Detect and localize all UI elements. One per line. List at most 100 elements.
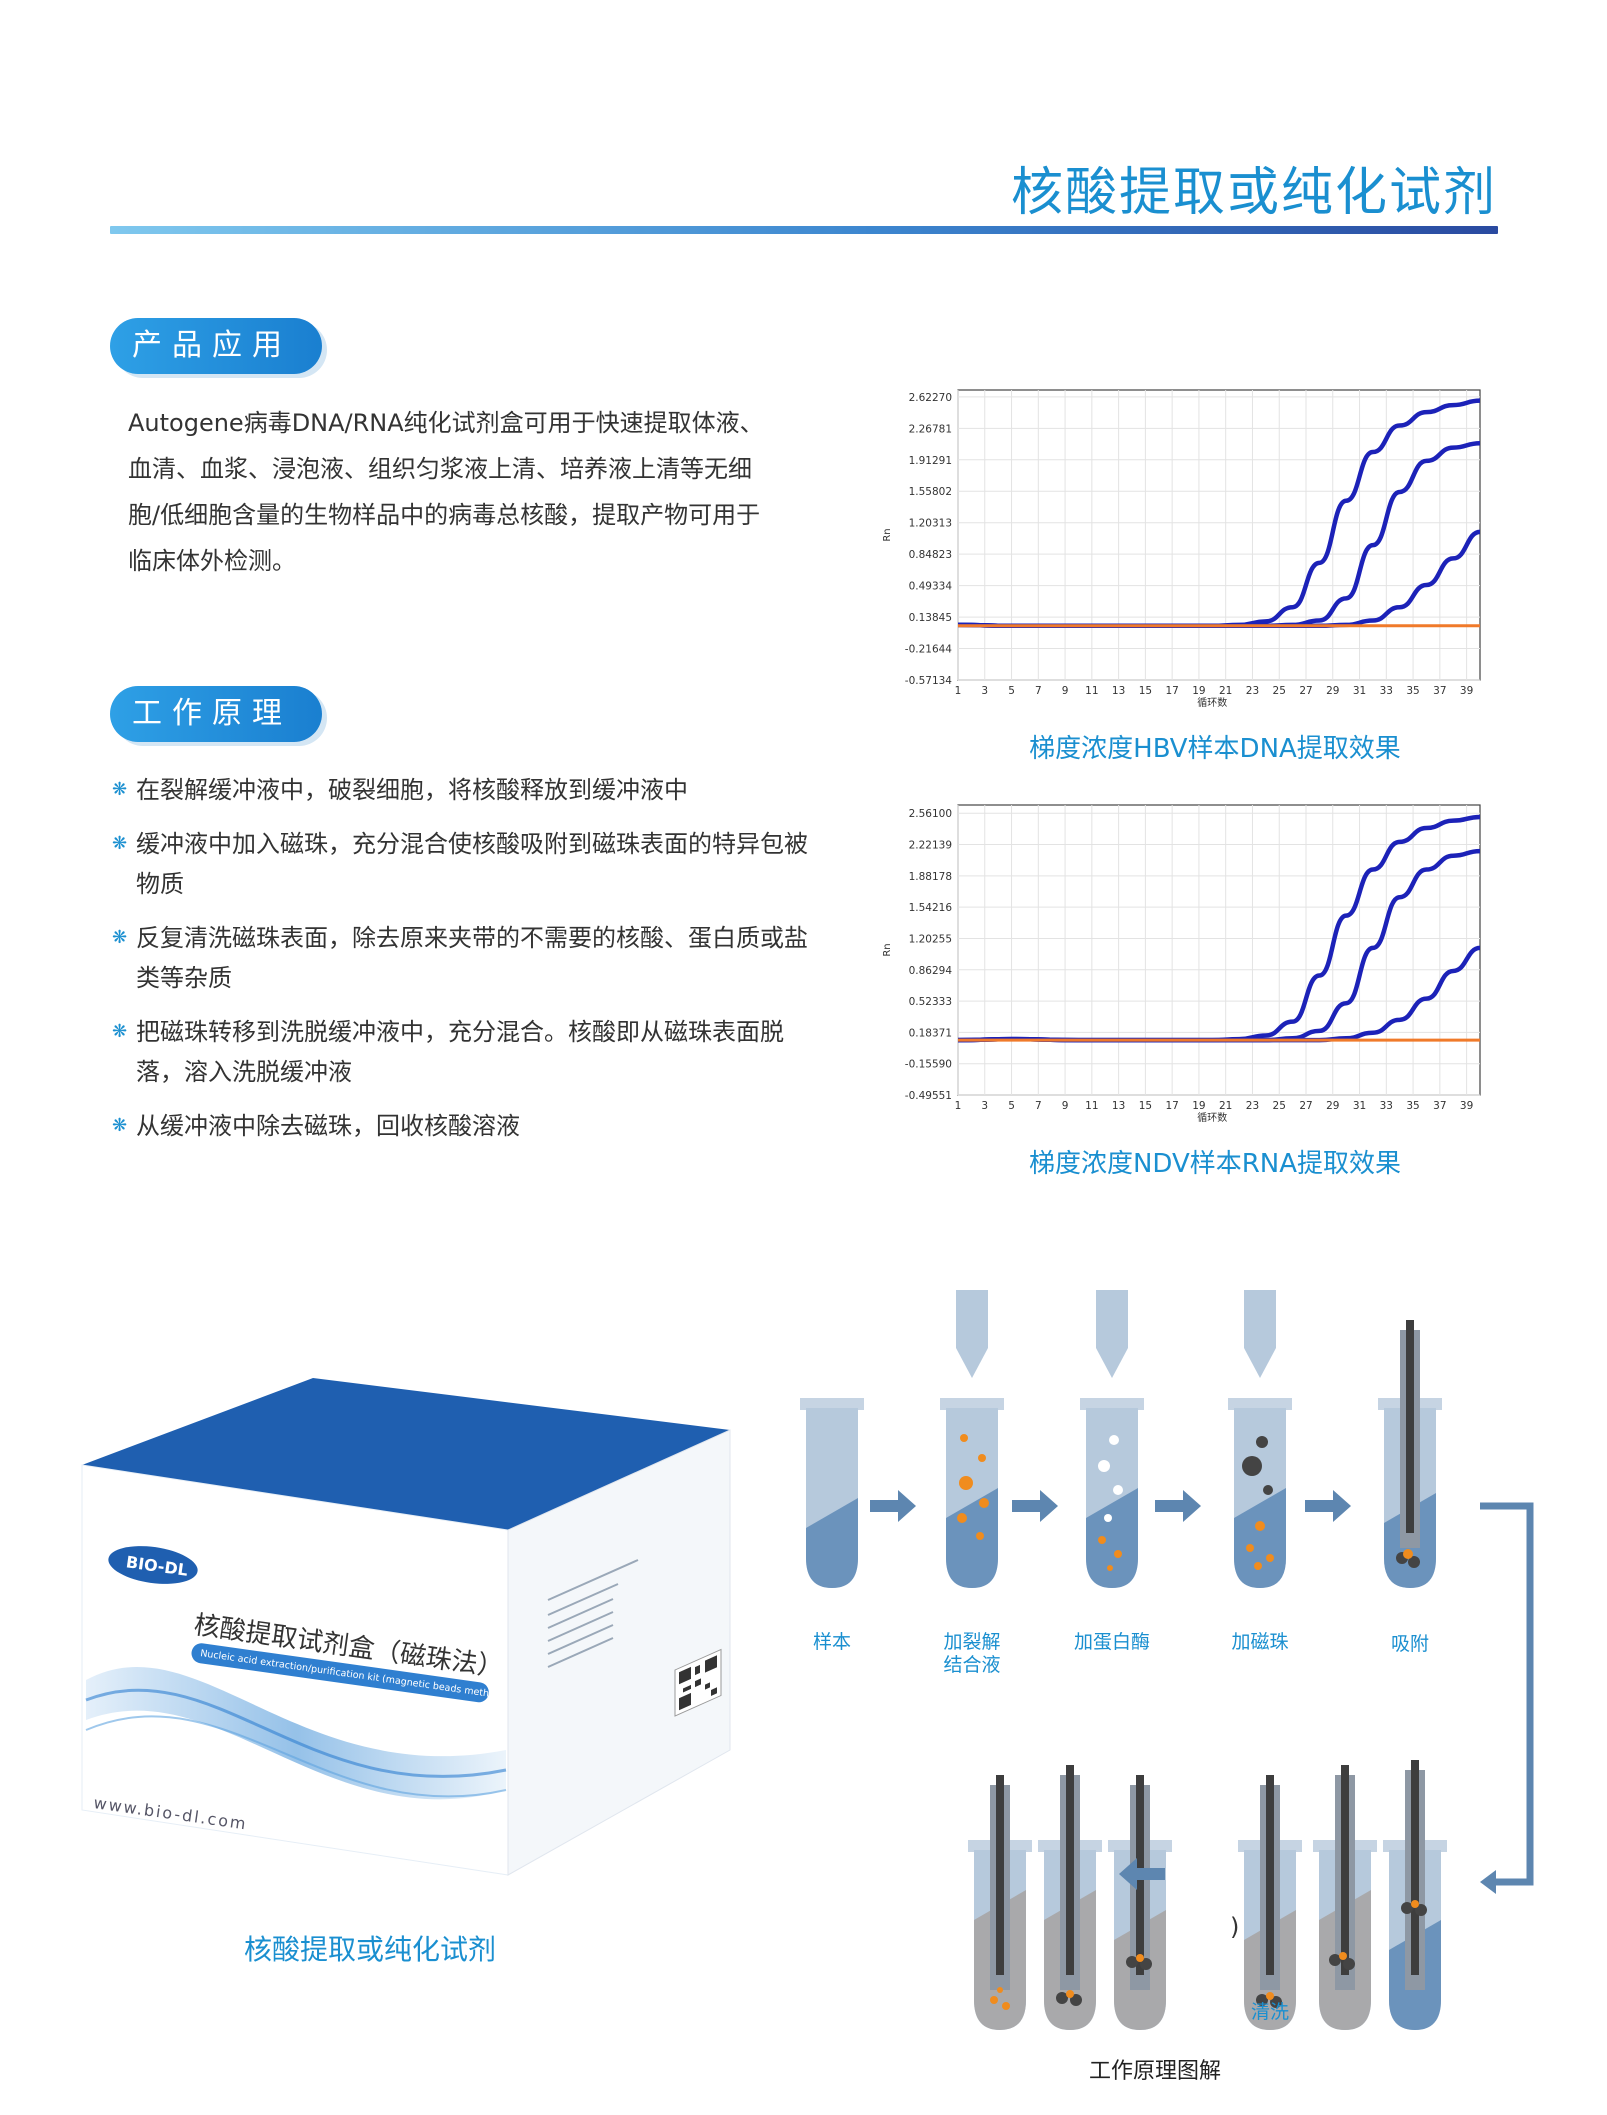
step-label: 加磁珠: [1231, 1631, 1288, 1653]
x-tick-label: 39: [1460, 685, 1473, 697]
x-tick-label: 7: [1035, 685, 1042, 697]
y-axis-label: Rn: [882, 943, 893, 956]
x-tick-label: 31: [1353, 685, 1366, 697]
hbv-amplification-chart: 2.622702.267811.912911.558021.203130.848…: [882, 389, 1481, 709]
tube-sample: [800, 1398, 864, 1588]
page-title: 核酸提取或纯化试剂: [1010, 163, 1497, 223]
y-tick-label: 0.84823: [909, 549, 952, 561]
principle-step: ❋从缓冲液中除去磁珠，回收核酸溶液: [112, 1106, 812, 1146]
x-tick-label: 27: [1299, 685, 1312, 697]
snowflake-bullet-icon: ❋: [112, 1021, 128, 1042]
tube-wash: [1238, 1775, 1302, 2030]
principle-steps: ❋在裂解缓冲液中，破裂细胞，将核酸释放到缓冲液中 ❋缓冲液中加入磁珠，充分混合使…: [112, 770, 812, 1160]
particle: [1270, 1996, 1282, 2008]
tube-rim: [1228, 1398, 1292, 1410]
qr-code-icon: [674, 1648, 722, 1717]
x-tick-label: 23: [1246, 1100, 1259, 1112]
particle: [1329, 1954, 1341, 1966]
x-tick-label: 35: [1406, 685, 1419, 697]
y-tick-label: 1.54216: [909, 902, 953, 914]
x-tick-label: 3: [981, 1100, 988, 1112]
y-tick-label: 1.55802: [909, 486, 952, 498]
x-tick-label: 29: [1326, 1100, 1339, 1112]
y-tick-label: -0.15590: [905, 1059, 952, 1071]
y-tick-label: 2.62270: [909, 392, 952, 404]
particle: [1104, 1514, 1112, 1522]
box-swirl: [85, 1715, 507, 1798]
x-tick-label: 13: [1112, 685, 1125, 697]
x-tick-label: 19: [1192, 1100, 1205, 1112]
x-tick-label: 1: [955, 1100, 962, 1112]
particle: [1246, 1544, 1254, 1552]
plot-area: [957, 389, 1481, 681]
tube-elution: [968, 1775, 1032, 2030]
x-tick-label: 17: [1165, 685, 1178, 697]
left-arrow-icon: [1119, 1858, 1165, 1890]
particle: [960, 1434, 968, 1442]
box-swirl: [85, 1688, 507, 1778]
x-tick-label: 21: [1219, 1100, 1232, 1112]
brand-logo-icon: [108, 1546, 198, 1584]
section-pill-application: 产品应用: [110, 318, 322, 374]
particle: [1401, 1902, 1413, 1914]
y-tick-label: 1.91291: [909, 455, 952, 467]
pipette-tip: [1096, 1290, 1128, 1378]
x-tick-label: 5: [1008, 685, 1015, 697]
y-tick-label: 0.86294: [909, 965, 953, 977]
right-arrow-icon: [870, 1490, 916, 1522]
x-tick-label: 15: [1139, 685, 1152, 697]
x-tick-label: 33: [1380, 1100, 1393, 1112]
wash-label: 清洗: [1251, 2001, 1289, 2023]
x-tick-label: 9: [1062, 685, 1069, 697]
kit-box-image: BIO-DL 核酸提取试剂盒（磁珠法） Nucleic acid extract…: [81, 1378, 731, 1876]
y-tick-label: 0.52333: [909, 996, 952, 1008]
particle: [997, 1987, 1003, 1993]
tube-wash: [1383, 1760, 1447, 2030]
principle-step: ❋把磁珠转移到洗脱缓冲液中，充分混合。核酸即从磁珠表面脱落，溶入洗脱缓冲液: [112, 1012, 812, 1092]
step-label: 加蛋白酶: [1074, 1631, 1150, 1653]
tube-wash: [1108, 1775, 1172, 2030]
particle: [1263, 1485, 1273, 1495]
x-tick-label: 11: [1085, 685, 1098, 697]
particle: [990, 1996, 998, 2004]
section-pill-principle: 工作原理: [110, 686, 322, 742]
tube-liquid: [1086, 1488, 1138, 1588]
particle: [1113, 1485, 1123, 1495]
particle: [1098, 1460, 1110, 1472]
tube-adsorb: [1378, 1320, 1442, 1588]
x-tick-label: 5: [1008, 1100, 1015, 1112]
y-tick-label: 2.56100: [909, 808, 952, 820]
tube-rim: [940, 1398, 1004, 1410]
y-tick-label: 0.49334: [909, 581, 953, 593]
x-tick-label: 25: [1273, 1100, 1286, 1112]
magnetic-rod: [1341, 1765, 1349, 1975]
x-tick-label: 3: [981, 685, 988, 697]
x-tick-label: 27: [1299, 1100, 1312, 1112]
y-tick-label: -0.57134: [905, 675, 953, 687]
particle: [1403, 1549, 1413, 1559]
pipette-tip: [1244, 1290, 1276, 1378]
particle: [1136, 1954, 1144, 1962]
kit-caption: 核酸提取或纯化试剂: [243, 1933, 496, 1966]
principle-step: ❋反复清洗磁珠表面，除去原来夹带的不需要的核酸、蛋白质或盐类等杂质: [112, 918, 812, 998]
x-tick-label: 19: [1192, 685, 1205, 697]
step-label: 加裂解: [943, 1631, 1000, 1653]
right-arrow-icon: [1305, 1490, 1351, 1522]
y-tick-label: 2.22139: [909, 840, 952, 852]
tube-protease: [1080, 1398, 1144, 1588]
particle: [1254, 1562, 1262, 1570]
particle: [1056, 1992, 1068, 2004]
y-tick-label: 0.13845: [909, 612, 952, 624]
y-tick-label: 1.20255: [909, 933, 952, 945]
particle: [1343, 1958, 1355, 1970]
particle: [1266, 1554, 1274, 1562]
y-tick-label: -0.49551: [905, 1090, 952, 1102]
x-axis-label: 循环数: [1197, 1111, 1227, 1124]
snowflake-bullet-icon: ❋: [112, 779, 128, 800]
x-tick-label: 37: [1433, 1100, 1446, 1112]
snowflake-bullet-icon: ❋: [112, 1115, 128, 1136]
x-axis-label: 循环数: [1197, 696, 1227, 709]
y-tick-label: 1.88178: [909, 871, 952, 883]
paren-mark: ): [1230, 1913, 1239, 1941]
x-tick-label: 1: [955, 685, 962, 697]
